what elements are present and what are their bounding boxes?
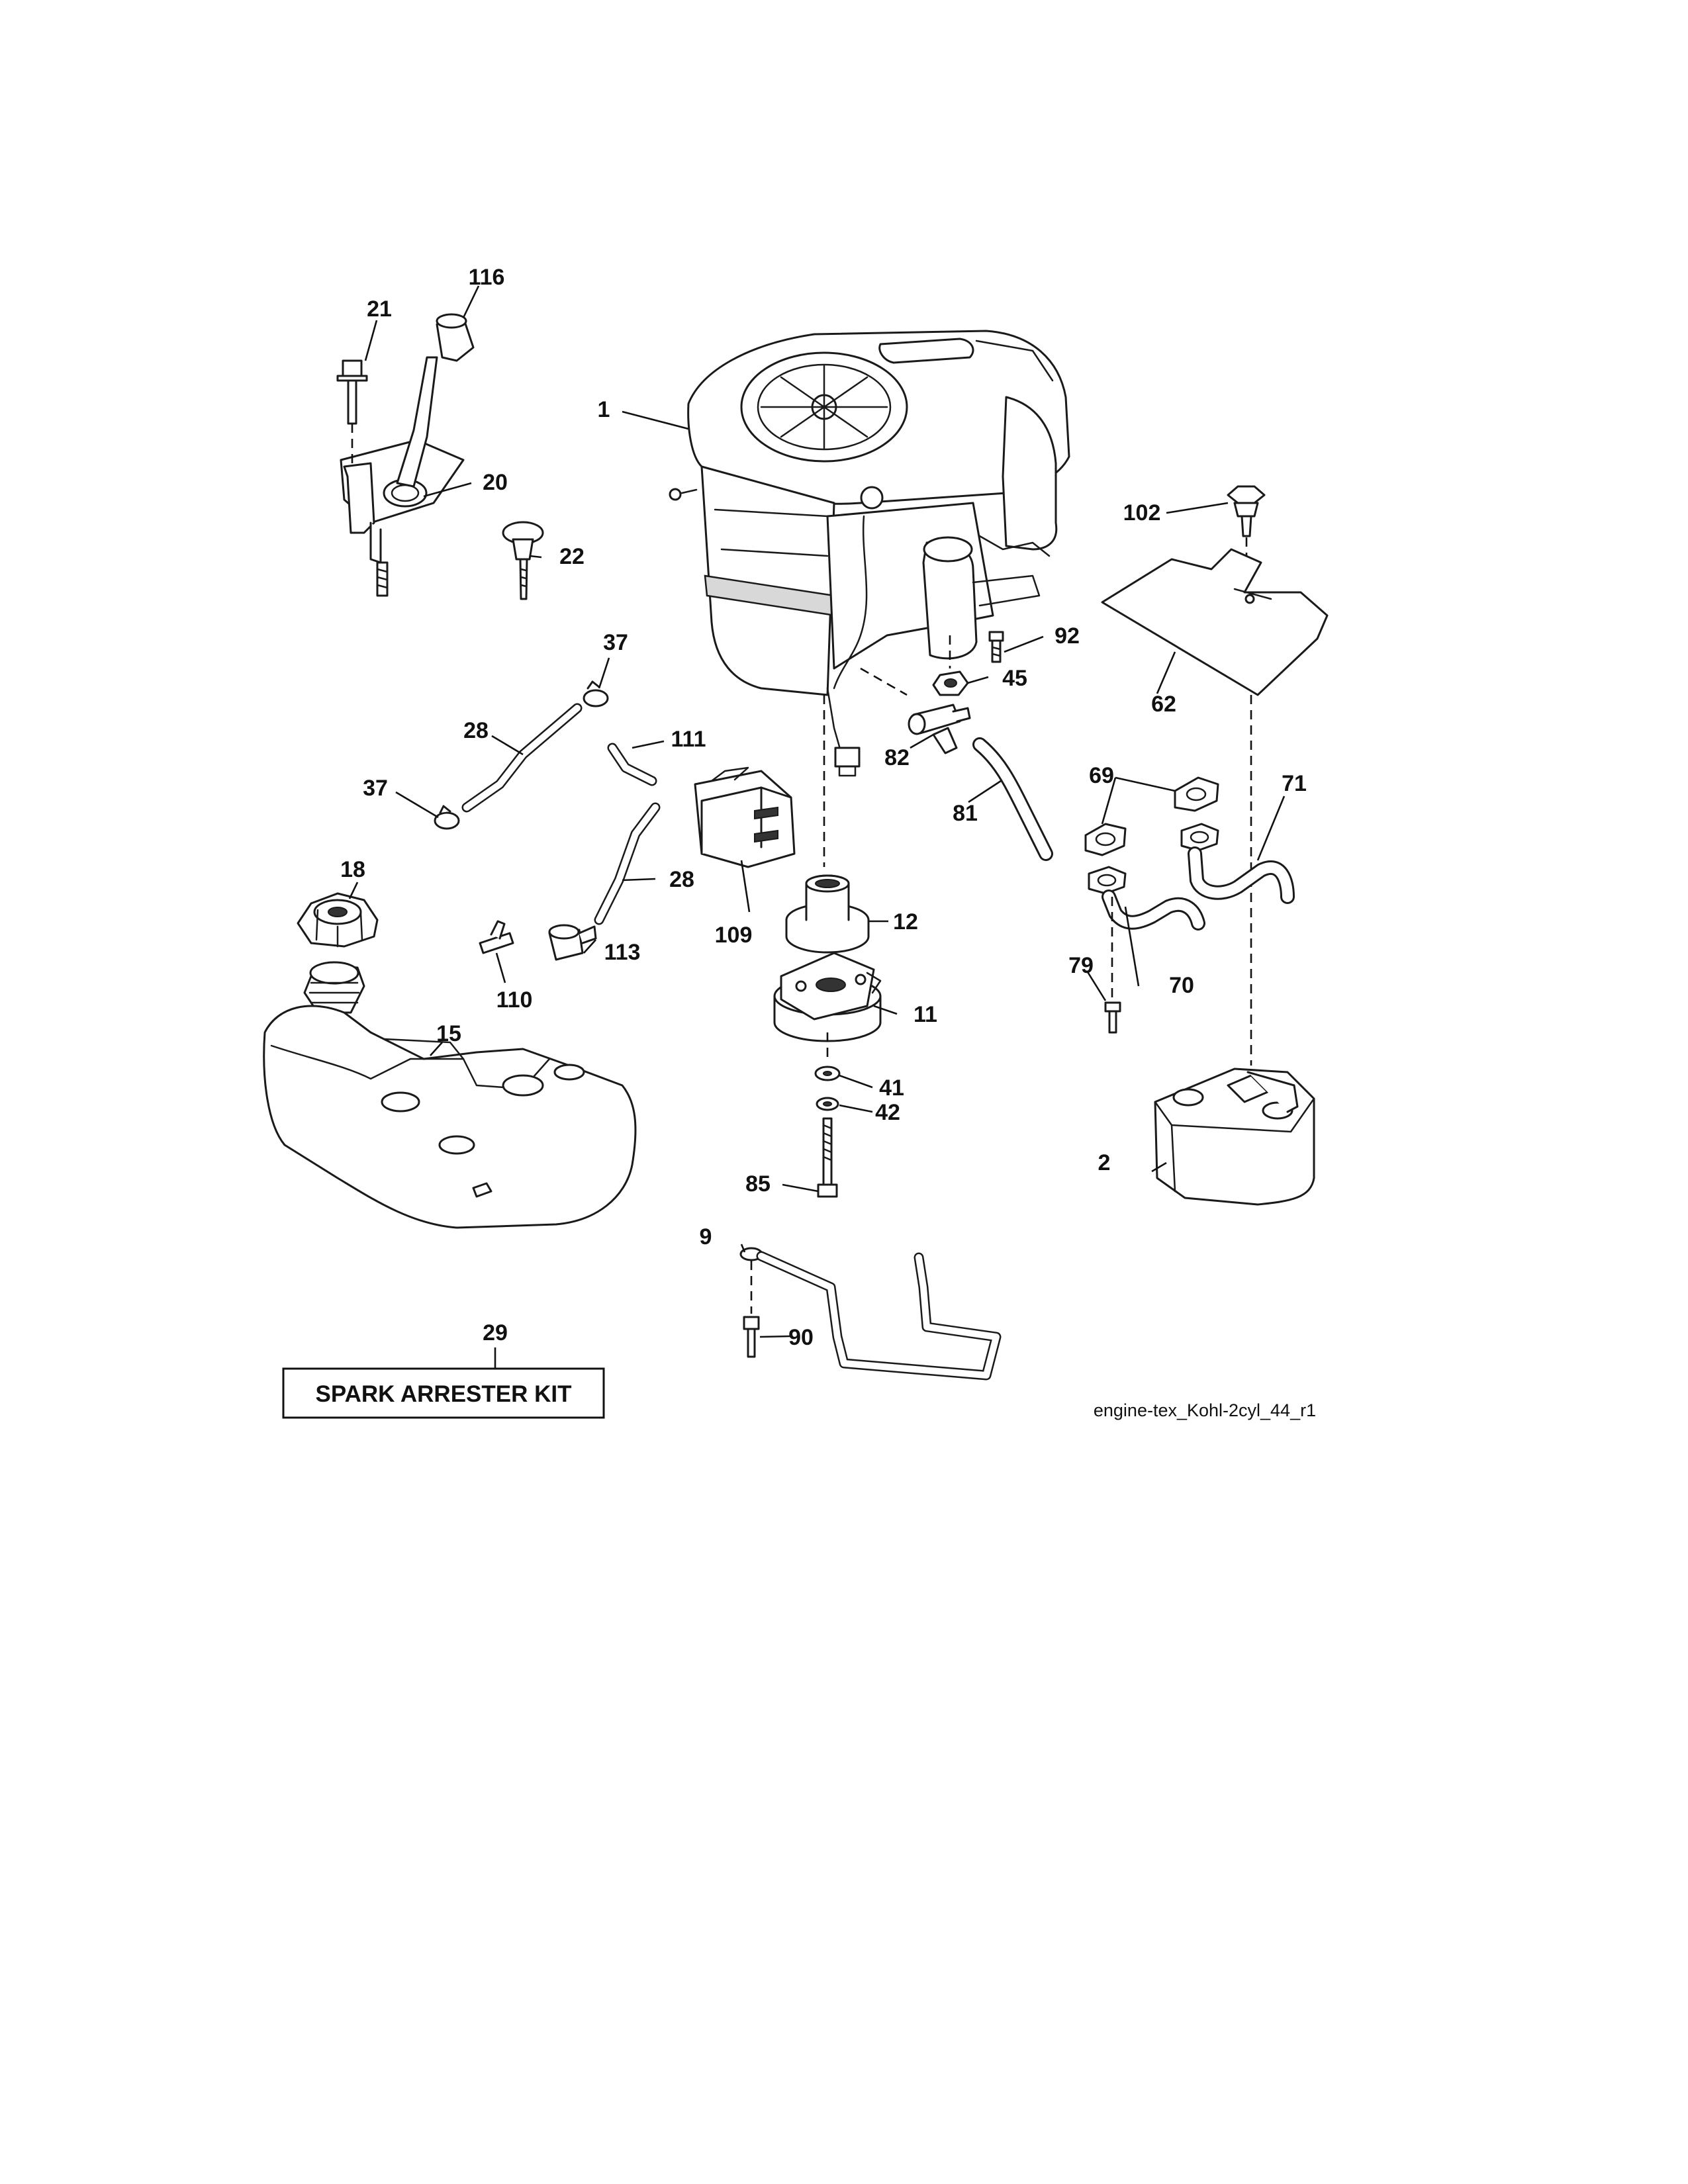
callout-12: 12 <box>893 909 918 934</box>
callout-92: 92 <box>1055 623 1080 649</box>
callout-9: 9 <box>700 1224 712 1250</box>
callout-22: 22 <box>559 544 585 569</box>
fuel-cap-18 <box>297 892 379 948</box>
washer-42 <box>816 1097 839 1111</box>
hose-clamp-37-upper <box>583 680 609 707</box>
muffler-2 <box>1154 1068 1315 1206</box>
callout-2: 2 <box>1098 1150 1111 1175</box>
knob-102 <box>1227 485 1266 537</box>
callout-28-lower: 28 <box>669 867 694 892</box>
callout-116: 116 <box>469 265 505 290</box>
callout-15: 15 <box>436 1021 461 1046</box>
rod-9 <box>739 1247 1002 1381</box>
hose-111 <box>607 743 657 786</box>
throttle-control-20 <box>340 356 465 597</box>
bolt-21 <box>336 359 368 425</box>
callout-110: 110 <box>496 987 533 1013</box>
callout-111: 111 <box>671 727 706 752</box>
bolt-79 <box>1104 1001 1121 1034</box>
shutoff-valve-113 <box>548 924 597 961</box>
bolt-92 <box>988 631 1004 663</box>
callout-37-upper: 37 <box>603 630 628 655</box>
leader-lines <box>348 285 1286 1338</box>
callout-85: 85 <box>745 1171 771 1197</box>
callout-11: 11 <box>914 1002 937 1027</box>
hose-81 <box>972 737 1053 861</box>
bolt-90 <box>743 1316 760 1358</box>
diagram-reference-caption: engine-tex_Kohl-2cyl_44_r1 <box>1094 1400 1316 1420</box>
fuel-line-28-lower <box>594 802 661 925</box>
fuel-line-28-upper <box>461 703 583 813</box>
callout-69: 69 <box>1089 763 1114 788</box>
electric-clutch-11 <box>773 952 882 1042</box>
fuel-filter-109 <box>694 766 796 868</box>
bolt-85 <box>817 1117 838 1198</box>
callout-28-upper: 28 <box>463 718 489 743</box>
callout-62: 62 <box>1151 692 1176 717</box>
spark-arrester-kit-label: SPARK ARRESTER KIT <box>316 1381 572 1407</box>
exhaust-pipe-71 <box>1180 823 1295 904</box>
callout-20: 20 <box>483 470 508 495</box>
callout-70: 70 <box>1169 973 1194 998</box>
callout-42: 42 <box>875 1100 900 1125</box>
fuel-tank-15 <box>263 961 637 1229</box>
callout-113: 113 <box>604 940 641 965</box>
gasket-69-a <box>1174 776 1219 812</box>
exhaust-pipe-70 <box>1088 866 1205 931</box>
callout-81: 81 <box>953 801 978 826</box>
callout-41: 41 <box>879 1075 904 1101</box>
callout-21: 21 <box>367 296 392 322</box>
callout-18: 18 <box>340 857 365 882</box>
callout-37-lower: 37 <box>363 776 388 801</box>
callout-79: 79 <box>1068 953 1094 978</box>
heat-shield-62 <box>1101 548 1329 696</box>
engine-assembly <box>669 330 1070 777</box>
washer-41 <box>814 1066 841 1081</box>
callout-29: 29 <box>483 1320 508 1345</box>
pulley-12 <box>785 874 870 954</box>
callout-102: 102 <box>1123 500 1161 525</box>
gasket-69-b <box>1084 823 1127 856</box>
callout-82: 82 <box>884 745 910 770</box>
callout-labels: 1 2 9 11 12 15 18 20 21 22 28 28 29 37 3… <box>340 265 1307 1350</box>
fitting-110 <box>479 920 514 954</box>
choke-button-22 <box>502 521 544 600</box>
nut-45 <box>932 670 969 696</box>
knob-116 <box>436 313 475 362</box>
callout-109: 109 <box>715 923 753 948</box>
callout-45: 45 <box>1002 666 1027 691</box>
callout-1: 1 <box>598 397 610 422</box>
spark-arrester-kit-box: SPARK ARRESTER KIT <box>282 1367 605 1419</box>
callout-90: 90 <box>788 1325 814 1350</box>
hose-clamp-37-lower <box>434 805 460 830</box>
callout-71: 71 <box>1282 771 1307 796</box>
fuel-pump-82 <box>908 704 971 754</box>
